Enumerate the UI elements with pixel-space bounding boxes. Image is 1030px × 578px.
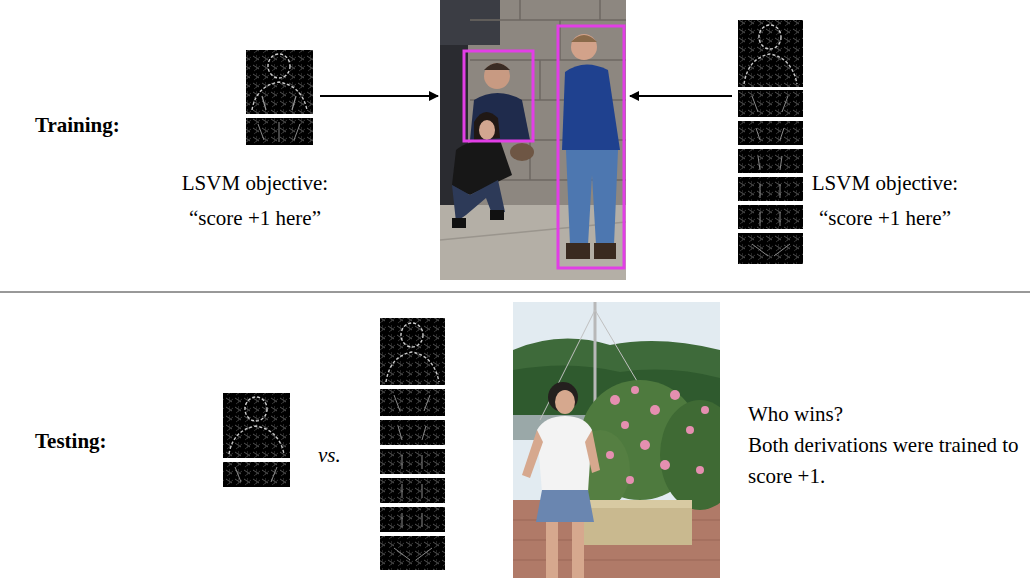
separator: [0, 292, 1030, 293]
section-label: Training:: [35, 110, 120, 141]
objective-note: “score +1 here”: [189, 203, 321, 234]
question-note: Both derivations were trained to score +…: [748, 430, 1023, 492]
question-note: Who wins?: [748, 399, 843, 430]
hog-template-tall: [380, 318, 445, 570]
hog-template-small: [223, 393, 290, 487]
training-photo: [440, 0, 626, 280]
arrow: [320, 95, 438, 97]
objective-note: LSVM objective:: [182, 168, 328, 199]
objective-note: “score +1 here”: [819, 203, 951, 234]
arrow: [630, 95, 732, 97]
testing-photo: [513, 302, 720, 578]
comparison-label: vs.: [318, 440, 341, 471]
hog-template-tall: [738, 20, 803, 264]
section-label: Testing:: [35, 426, 107, 457]
hog-template-small: [246, 50, 313, 145]
objective-note: LSVM objective:: [812, 168, 958, 199]
